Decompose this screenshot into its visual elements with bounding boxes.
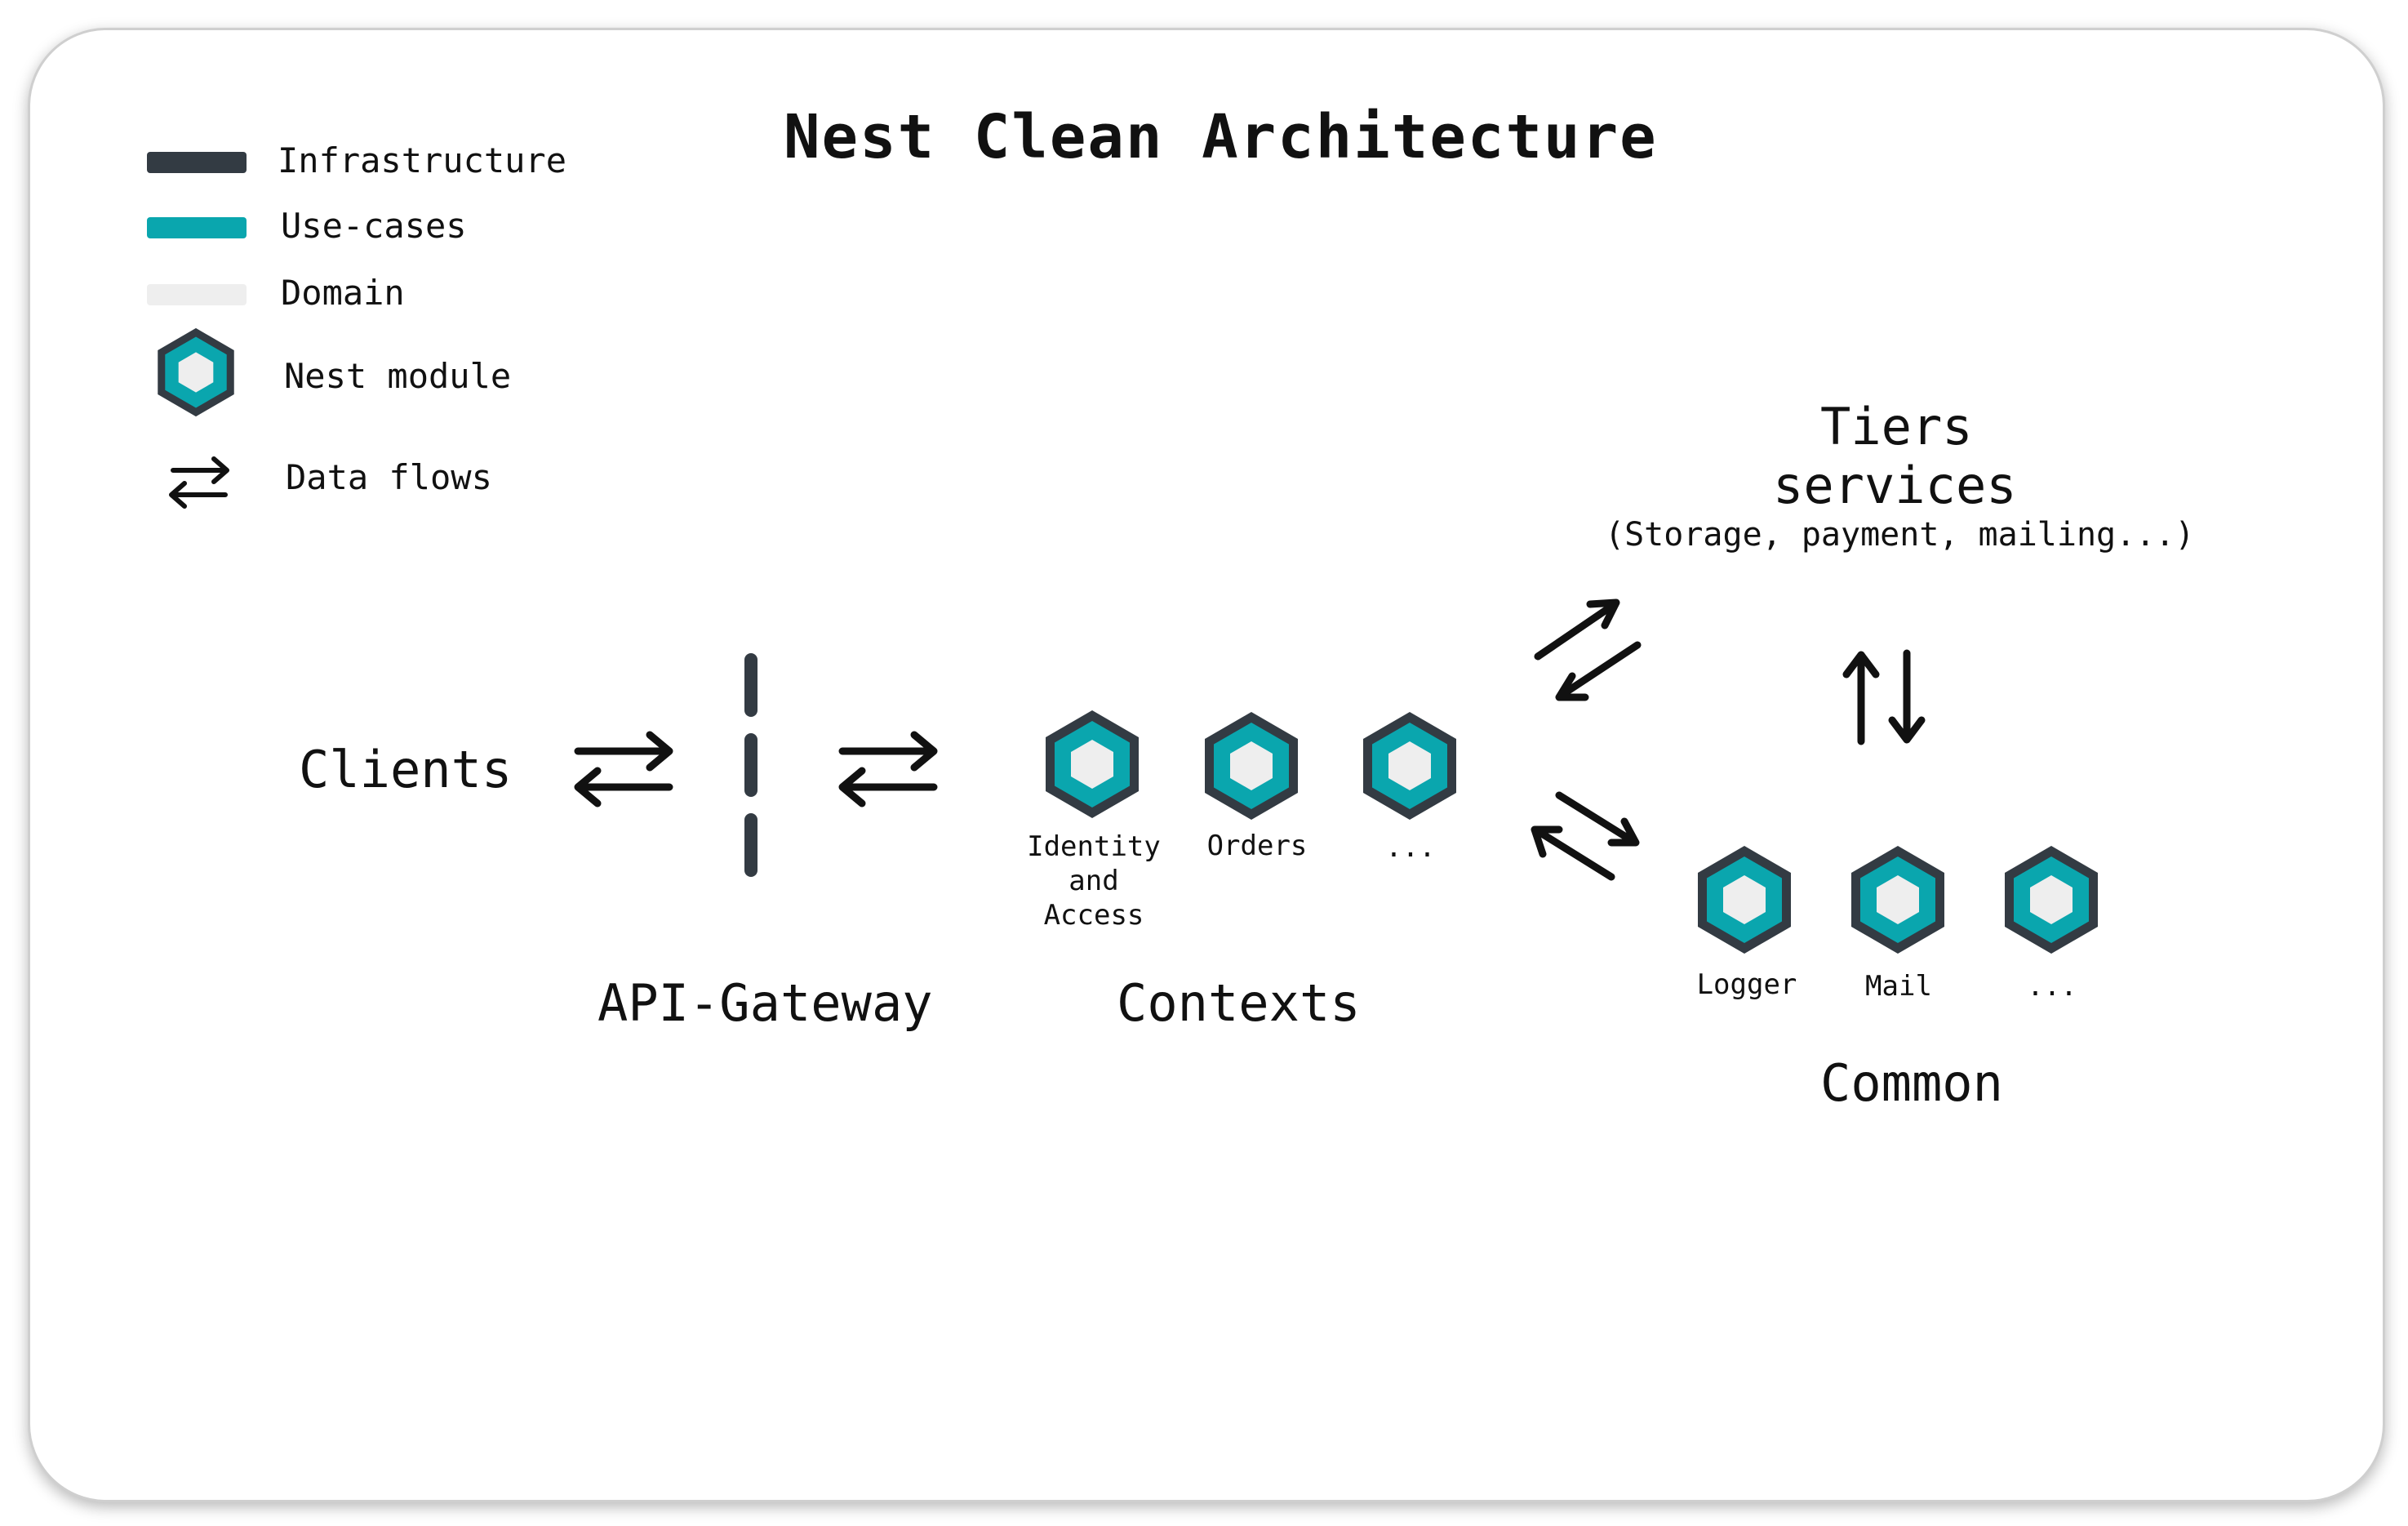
module-mail-icon	[1851, 846, 1944, 954]
module-identity-and-access-icon	[1046, 710, 1139, 818]
module-contexts-more-icon	[1363, 712, 1456, 820]
legend-use-cases-label: Use-cases	[281, 206, 467, 246]
diagram-title: Nest Clean Architecture	[784, 102, 1658, 172]
tiers-common-arrows-icon	[1842, 649, 1926, 745]
legend-hexagon-module-icon	[158, 327, 234, 417]
module-label-contexts-more: ...	[1385, 831, 1436, 864]
use-cases-swatch	[147, 217, 247, 238]
module-orders-icon	[1205, 712, 1298, 820]
module-common-more-icon	[2005, 846, 2098, 954]
module-label-identity-and-access: Identity and Access	[1027, 830, 1161, 932]
contexts-common-arrows-icon	[1531, 791, 1640, 881]
module-label-logger: Logger	[1696, 968, 1797, 1001]
legend-data-flows-label: Data flows	[286, 457, 492, 497]
api-gateway-label: API-Gateway	[598, 973, 933, 1033]
module-label-mail: Mail	[1865, 970, 1932, 1003]
module-label-orders: Orders	[1206, 830, 1308, 862]
common-label: Common	[1820, 1053, 2003, 1113]
legend-data-flows-icon	[169, 456, 229, 509]
tiers-title-line1: Tiers	[1820, 397, 1973, 456]
clients-gateway-arrows-icon	[574, 731, 673, 807]
infrastructure-swatch	[147, 152, 247, 173]
contexts-label: Contexts	[1117, 973, 1361, 1033]
tiers-subtitle: (Storage, payment, mailing...)	[1605, 516, 2195, 554]
gateway-contexts-arrows-icon	[838, 731, 938, 807]
legend-infrastructure-label: Infrastructure	[278, 140, 567, 180]
legend-nest-module-label: Nest module	[284, 356, 512, 396]
legend-domain-label: Domain	[281, 273, 405, 313]
tiers-title-line2: services	[1773, 456, 2017, 515]
contexts-tiers-arrows-icon	[1534, 598, 1642, 701]
module-logger-icon	[1698, 846, 1791, 954]
module-label-common-more: ...	[2027, 970, 2077, 1003]
clients-label: Clients	[299, 740, 513, 799]
domain-swatch	[147, 284, 247, 305]
